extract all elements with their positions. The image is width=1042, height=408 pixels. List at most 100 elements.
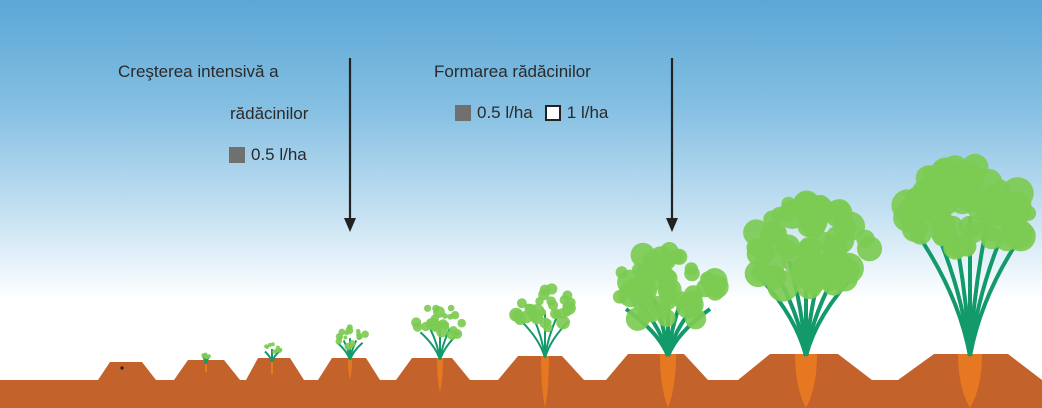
foliage-cluster [821, 254, 843, 276]
legend-swatch-gray [229, 147, 245, 163]
foliage-cluster [562, 307, 572, 317]
carrot-root [958, 354, 982, 408]
legend-label: 0.5 l/ha [477, 103, 533, 122]
foliage-cluster [833, 216, 857, 240]
foliage-cluster [657, 260, 670, 273]
foliage-cluster [930, 205, 949, 225]
foliage-cluster [544, 319, 552, 326]
foliage-cluster [361, 330, 369, 338]
stage2-title: Formarea rădăcinilor [434, 62, 591, 81]
foliage-cluster [763, 210, 781, 229]
foliage-cluster [684, 295, 698, 309]
foliage-cluster [657, 308, 676, 328]
plant-stem [271, 350, 280, 363]
foliage-cluster [538, 288, 550, 301]
stage1-title-line1: Creşterea intensivă a [118, 62, 279, 81]
foliage-cluster [277, 348, 282, 353]
foliage-cluster [447, 304, 455, 312]
foliage-cluster [973, 168, 1003, 198]
carrot-root [348, 358, 352, 380]
foliage-cluster [553, 310, 561, 319]
carrot-plant-5 [509, 283, 576, 408]
foliage-cluster [625, 307, 650, 331]
foliage-cluster [411, 317, 422, 328]
carrot-plant-4 [411, 304, 467, 392]
foliage-cluster [942, 215, 964, 237]
foliage-cluster [856, 229, 875, 249]
carrot-root [541, 356, 549, 408]
foliage-cluster [744, 260, 772, 288]
foliage-cluster [272, 349, 277, 354]
arrow-stage1 [344, 58, 356, 232]
foliage-cluster [457, 318, 467, 328]
stage1-legend-item: 0.5 l/ha [229, 145, 307, 165]
foliage-cluster [452, 329, 463, 339]
stage2-legend: 0.5 l/ha 1 l/ha [455, 103, 608, 123]
foliage-cluster [356, 333, 363, 340]
foliage-cluster [345, 326, 354, 335]
foliage-cluster [915, 165, 942, 191]
carrot-plant-1 [201, 352, 211, 372]
foliage-cluster [996, 230, 1018, 252]
carrot-plant-2 [264, 342, 283, 374]
foliage-cluster [265, 344, 270, 349]
foliage-cluster [442, 321, 450, 329]
foliage-cluster [348, 340, 356, 347]
foliage-cluster [565, 297, 576, 308]
foliage-cluster [805, 249, 823, 268]
carrot-plant-7 [743, 190, 883, 408]
foliage-cluster [516, 298, 527, 309]
seed-dot [120, 366, 124, 370]
foliage-cluster [702, 268, 728, 294]
foliage-cluster [612, 290, 627, 304]
legend-label: 1 l/ha [566, 103, 609, 122]
foliage-cluster [658, 279, 678, 298]
foliage-cluster [779, 207, 795, 223]
foliage-cluster [822, 235, 848, 261]
foliage-cluster [668, 249, 684, 265]
carrot-plant-6 [612, 242, 729, 408]
foliage-cluster [450, 311, 460, 320]
foliage-cluster [421, 321, 431, 332]
foliage-cluster [270, 342, 275, 347]
foliage-cluster [781, 196, 796, 212]
foliage-cluster [805, 223, 822, 240]
foliage-cluster [898, 202, 924, 228]
plant-stem [349, 341, 364, 361]
plants-group [201, 153, 1037, 408]
carrot-root [437, 358, 443, 392]
foliage-cluster [514, 313, 526, 326]
foliage-cluster [622, 278, 643, 299]
legend-swatch-white [544, 105, 561, 121]
foliage-cluster [684, 265, 700, 282]
legend-swatch-gray [455, 105, 471, 121]
soil-ground [0, 354, 1042, 408]
foliage-cluster [988, 196, 1019, 228]
carrot-root [795, 354, 817, 408]
foliage-cluster [547, 300, 559, 311]
foliage-cluster [204, 355, 209, 360]
foliage-cluster [343, 335, 348, 340]
foliage-cluster [958, 215, 982, 239]
foliage-cluster [556, 315, 570, 330]
foliage-cluster [793, 190, 821, 218]
foliage-cluster [432, 304, 440, 313]
arrow-stage2 [666, 58, 678, 232]
foliage-cluster [337, 336, 343, 342]
foliage-cluster [647, 249, 661, 263]
foliage-cluster [275, 345, 280, 350]
foliage-cluster [958, 239, 976, 257]
carrot-plant-3 [335, 324, 369, 380]
foliage-cluster [433, 320, 444, 331]
carrot-root [660, 354, 676, 408]
foliage-cluster [424, 304, 432, 312]
carrot-plant-8 [891, 153, 1037, 408]
stage1-title-line2: rădăcinilor [230, 104, 309, 123]
foliage-cluster [524, 303, 537, 316]
foliage-cluster [646, 309, 660, 323]
foliage-cluster [781, 240, 798, 258]
foliage-cluster [746, 240, 773, 267]
legend-label: 0.5 l/ha [251, 145, 307, 164]
